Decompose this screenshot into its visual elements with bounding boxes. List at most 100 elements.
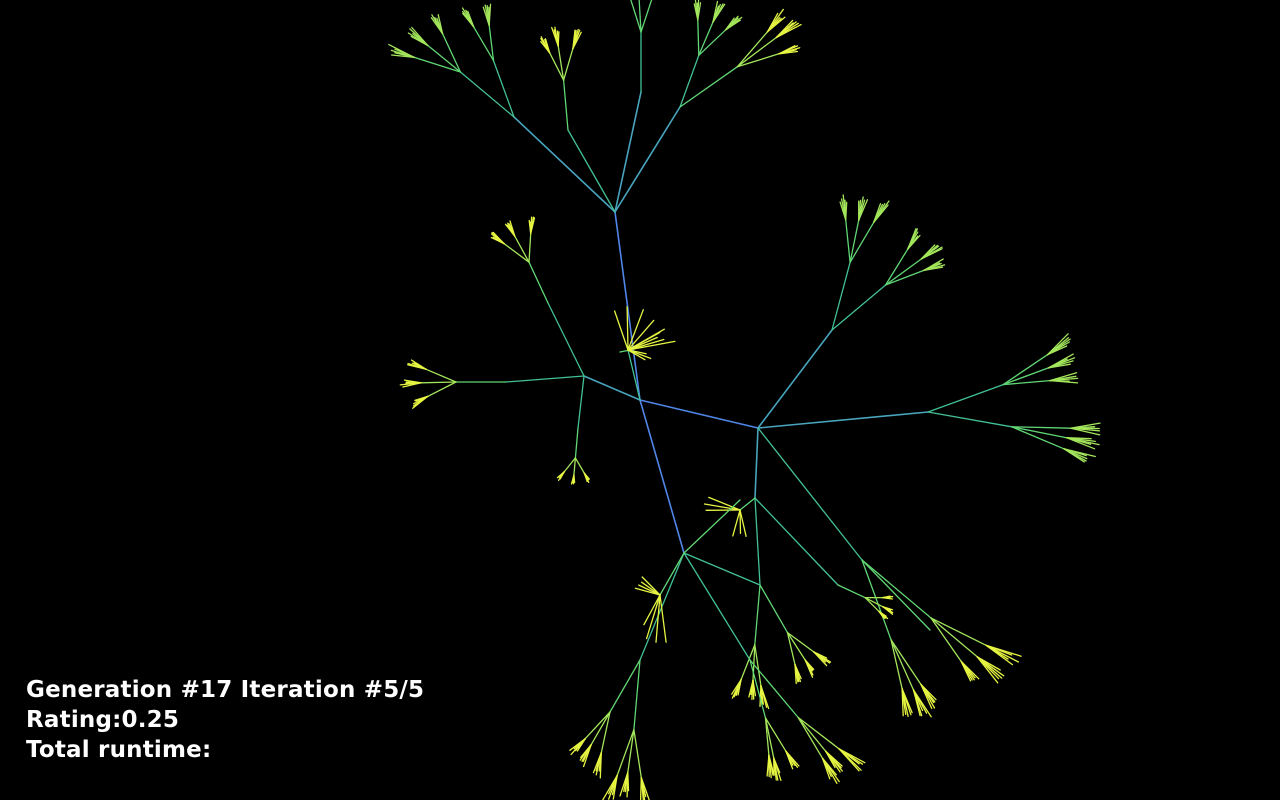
tree-branch (1011, 426, 1072, 429)
leaf-branch (403, 379, 422, 384)
tree-branch (562, 79, 569, 131)
tree-branch (639, 399, 685, 554)
tree-branch (698, 21, 714, 56)
leaf-branch (573, 457, 577, 476)
leaf-branch (584, 711, 611, 740)
leaf-branch (492, 231, 505, 245)
leaf-branch (775, 23, 802, 39)
tree-branch (757, 411, 929, 429)
leaf-branch (873, 204, 889, 224)
tree-branch (679, 54, 700, 108)
leaf-branch (437, 14, 444, 35)
leaf-branch (659, 594, 667, 643)
leaf-branch (797, 716, 824, 760)
rating-text: Rating:0.25 (26, 707, 180, 733)
tree-branch (757, 427, 863, 561)
tree-branch (884, 248, 909, 286)
tree-branch (849, 219, 860, 264)
leaf-branch (600, 711, 611, 754)
leaf-branch (920, 248, 943, 260)
tree-branch (845, 219, 851, 264)
leaf-branch (748, 679, 754, 698)
leaf-branch (736, 36, 777, 68)
leaf-branch (739, 509, 742, 535)
leaf-branch (725, 19, 741, 31)
leaf-branch (736, 53, 780, 68)
tree-branch (849, 221, 875, 264)
tree-branch (683, 499, 741, 554)
leaf-branch (639, 776, 642, 800)
leaf-branch (764, 717, 787, 752)
leaf-branch (574, 457, 585, 474)
tree-branch (739, 497, 756, 511)
leaf-branch (425, 368, 457, 383)
tree-branch (639, 399, 759, 429)
leaf-branch (655, 594, 661, 643)
leaf-branch (557, 31, 560, 47)
leaf-branch (890, 639, 915, 691)
tree-branch (683, 552, 761, 586)
leaf-branch (912, 689, 921, 717)
leaf-branch (627, 340, 676, 351)
tree-branch (638, 0, 642, 33)
leaf-branch (960, 660, 972, 682)
tree-branch (884, 269, 925, 286)
tree-branch (1002, 379, 1051, 386)
leaf-branch (804, 659, 814, 678)
leaf-branch (697, 2, 702, 21)
leaf-branch (712, 3, 726, 23)
leaf-branch (890, 639, 903, 690)
tree-branch (1002, 354, 1049, 386)
leaf-branch (766, 754, 770, 777)
tree-branch (633, 659, 641, 731)
leaf-branch (1046, 345, 1068, 356)
leaf-branch (766, 16, 786, 33)
leaf-branch (764, 717, 775, 759)
leaf-branch (864, 597, 884, 608)
tree-branch (831, 284, 887, 331)
leaf-branch (878, 610, 885, 619)
leaf-branch (845, 201, 848, 221)
tree-branch (492, 59, 515, 118)
leaf-branch (514, 235, 530, 263)
leaf-branch (548, 52, 565, 81)
tree-branch (884, 258, 922, 286)
leaf-branch (414, 395, 429, 402)
leaf-branch (645, 594, 661, 640)
leaf-branch (778, 50, 799, 55)
leaf-branch (736, 31, 769, 68)
leaf-branch (907, 234, 921, 250)
tree-branch (627, 349, 641, 401)
leaf-branch (930, 617, 987, 646)
tree-branch (679, 66, 738, 108)
leaf-branch (797, 716, 840, 750)
leaf-branch (569, 737, 586, 751)
leaf-branch (626, 306, 629, 351)
leaf-branch (838, 748, 860, 772)
total-runtime-text: Total runtime: (26, 737, 212, 763)
tree-branch (441, 33, 462, 73)
tree-branch (927, 383, 1004, 413)
leaf-branch (1070, 427, 1101, 432)
leaf-branch (923, 266, 944, 272)
tree-branch (754, 427, 759, 499)
leaf-branch (633, 729, 642, 779)
leaf-branch (641, 576, 661, 596)
tree-branch (683, 552, 751, 661)
leaf-branch (488, 3, 492, 27)
leaf-branch (388, 43, 415, 59)
tree-branch (754, 584, 761, 646)
leaf-branch (410, 359, 427, 370)
leaf-branch (562, 47, 574, 81)
tree-branch (473, 26, 495, 62)
leaf-branch (557, 45, 565, 81)
leaf-branch (427, 381, 457, 398)
leaf-branch (572, 31, 582, 50)
tree-branch (927, 411, 1013, 428)
leaf-branch (1063, 448, 1085, 463)
leaf-branch (634, 587, 661, 596)
leaf-branch (544, 38, 551, 54)
tree-branch (831, 261, 851, 331)
leaf-branch (740, 644, 756, 681)
